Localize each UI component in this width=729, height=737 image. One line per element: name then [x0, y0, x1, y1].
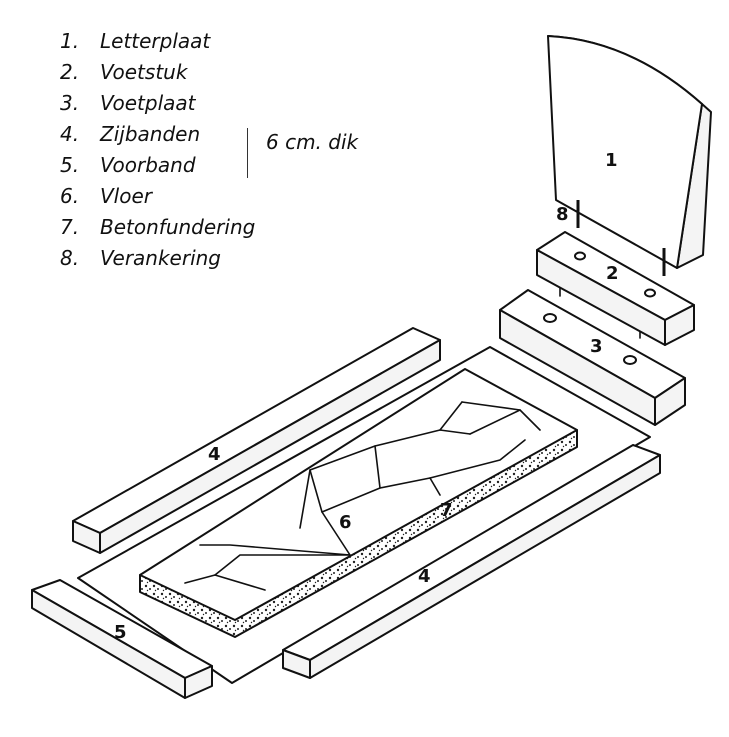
- zijband-right: [282, 444, 661, 679]
- anchor-hole-2: [623, 355, 637, 365]
- label-zijband-right: 4: [418, 566, 431, 587]
- legend-item: 5. Voorband: [60, 150, 255, 181]
- legend: 1. Letterplaat 2. Voetstuk 3. Voetplaat 4. Z…: [60, 26, 255, 274]
- label-zijband-left: 4: [208, 444, 221, 465]
- voetstuk: [536, 231, 695, 346]
- legend-item: 3. Voetplaat: [60, 88, 255, 119]
- legend-number: 3.: [60, 91, 80, 115]
- legend-label: Voorband: [100, 153, 196, 177]
- legend-item: 4. Zijbanden: [60, 119, 255, 150]
- legend-item: 1. Letterplaat: [60, 26, 255, 57]
- zijband-left: [72, 327, 441, 554]
- legend-label: Verankering: [100, 246, 222, 270]
- letterplaat: [547, 35, 712, 269]
- label-voorband: 5: [114, 622, 127, 643]
- label-voetplaat: 3: [590, 336, 603, 357]
- label-letterplaat: 1: [605, 150, 618, 171]
- legend-item: 6. Vloer: [60, 181, 255, 212]
- label-vloer: 6: [339, 512, 352, 533]
- thickness-bracket: [247, 128, 248, 178]
- legend-label: Vloer: [100, 184, 153, 208]
- legend-number: 7.: [60, 215, 80, 239]
- label-voetstuk: 2: [606, 263, 619, 284]
- vloer: [139, 368, 578, 621]
- voorband: [31, 579, 213, 699]
- legend-number: 1.: [60, 29, 80, 53]
- legend-label: Letterplaat: [100, 29, 211, 53]
- label-verankering: 8: [556, 204, 569, 225]
- legend-item: 8. Verankering: [60, 243, 255, 274]
- anchor-hole-1: [543, 313, 557, 323]
- voetplaat: [499, 289, 686, 426]
- label-betonfundering: 7: [440, 500, 453, 521]
- legend-label: Betonfundering: [100, 215, 256, 239]
- legend-number: 4.: [60, 122, 80, 146]
- legend-label: Zijbanden: [100, 122, 201, 146]
- legend-item: 2. Voetstuk: [60, 57, 255, 88]
- thickness-note: 6 cm. dik: [266, 130, 359, 154]
- legend-number: 5.: [60, 153, 80, 177]
- verankering: [576, 200, 666, 276]
- legend-number: 8.: [60, 246, 80, 270]
- legend-number: 6.: [60, 184, 80, 208]
- legend-label: Voetstuk: [100, 60, 188, 84]
- legend-label: Voetplaat: [100, 91, 196, 115]
- legend-number: 2.: [60, 60, 80, 84]
- legend-item: 7. Betonfundering: [60, 212, 255, 243]
